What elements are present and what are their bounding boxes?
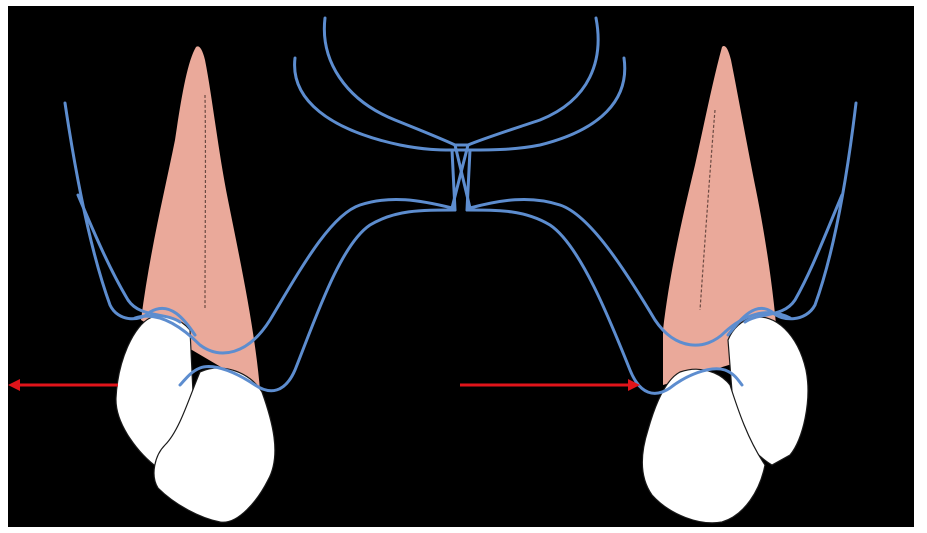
diagram-stage	[0, 0, 927, 533]
orthodontic-diagram	[0, 0, 927, 533]
